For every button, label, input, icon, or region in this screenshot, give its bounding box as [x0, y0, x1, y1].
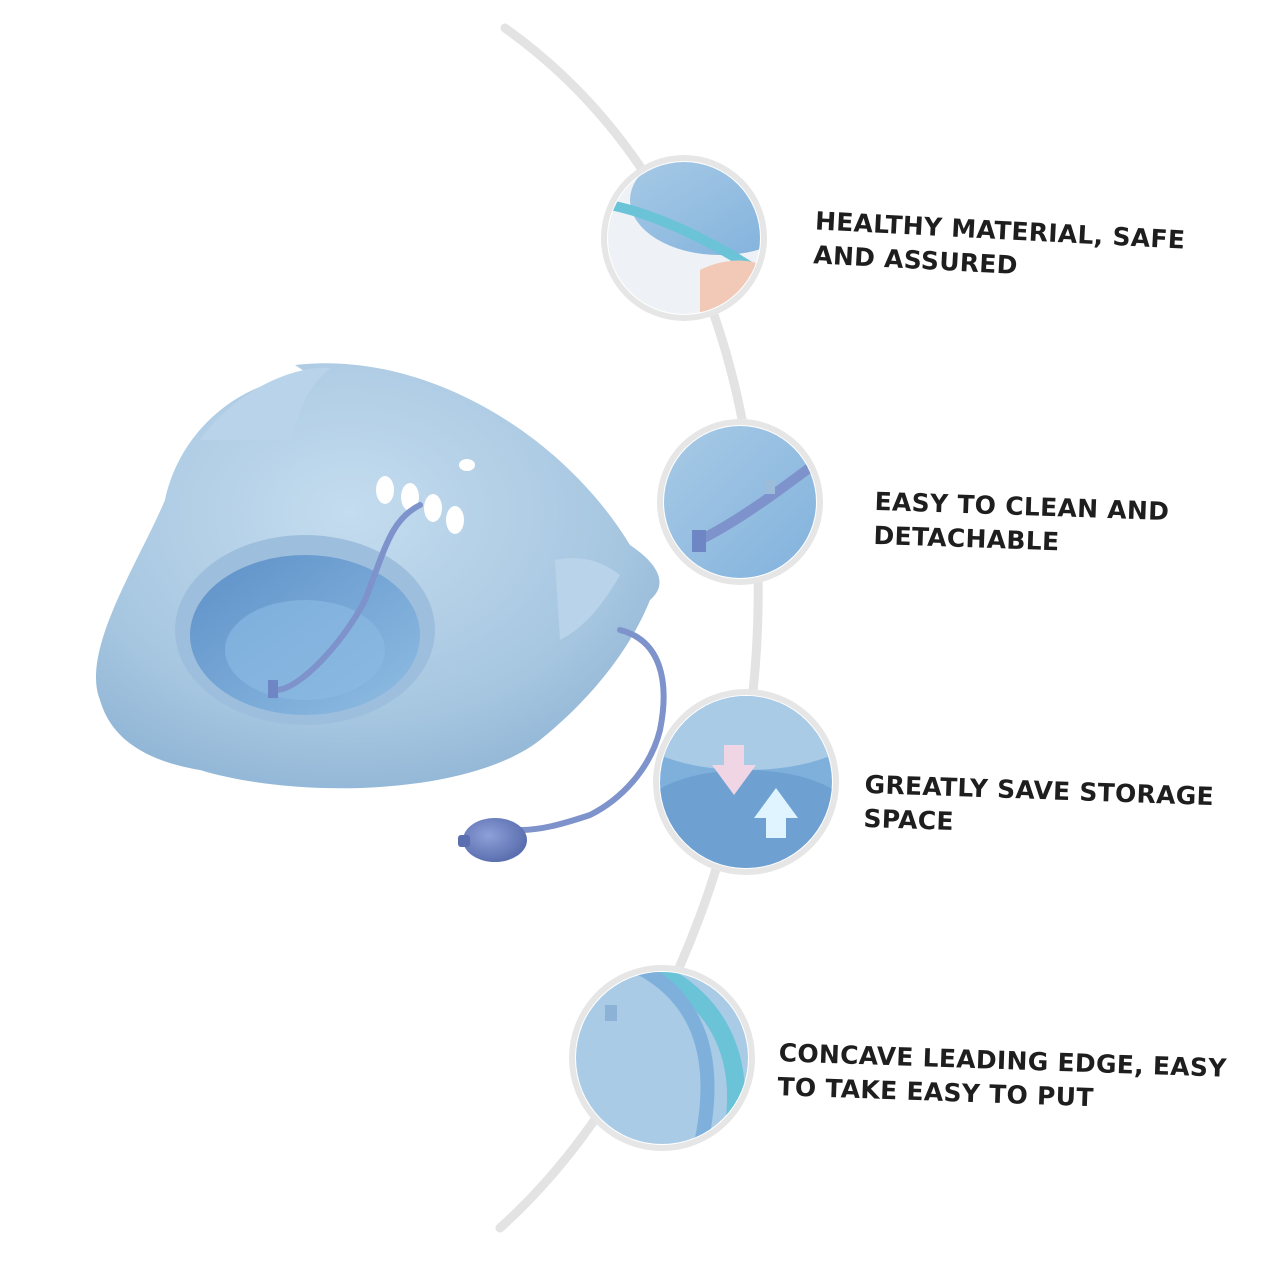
sitz-bath-product: [95, 363, 667, 862]
seat-ear-right: [555, 558, 620, 640]
feature-closeup-1: [601, 155, 767, 321]
pump-bulb: [463, 818, 527, 862]
feature-3-text: GREATLY SAVE STORAGE SPACE: [863, 768, 1215, 848]
feature-2-text: EASY TO CLEAN AND DETACHABLE: [873, 485, 1170, 563]
seat-ear-left: [200, 367, 330, 440]
feature-closeup-2: [657, 419, 823, 585]
feature-closeup-4: [569, 965, 755, 1151]
feature-closeup-3: [653, 689, 839, 875]
drain-holes: [376, 459, 475, 534]
up-arrow-icon: [754, 788, 798, 838]
down-arrow-icon: [712, 745, 756, 795]
hose-external: [517, 627, 667, 833]
hose: [273, 502, 423, 693]
